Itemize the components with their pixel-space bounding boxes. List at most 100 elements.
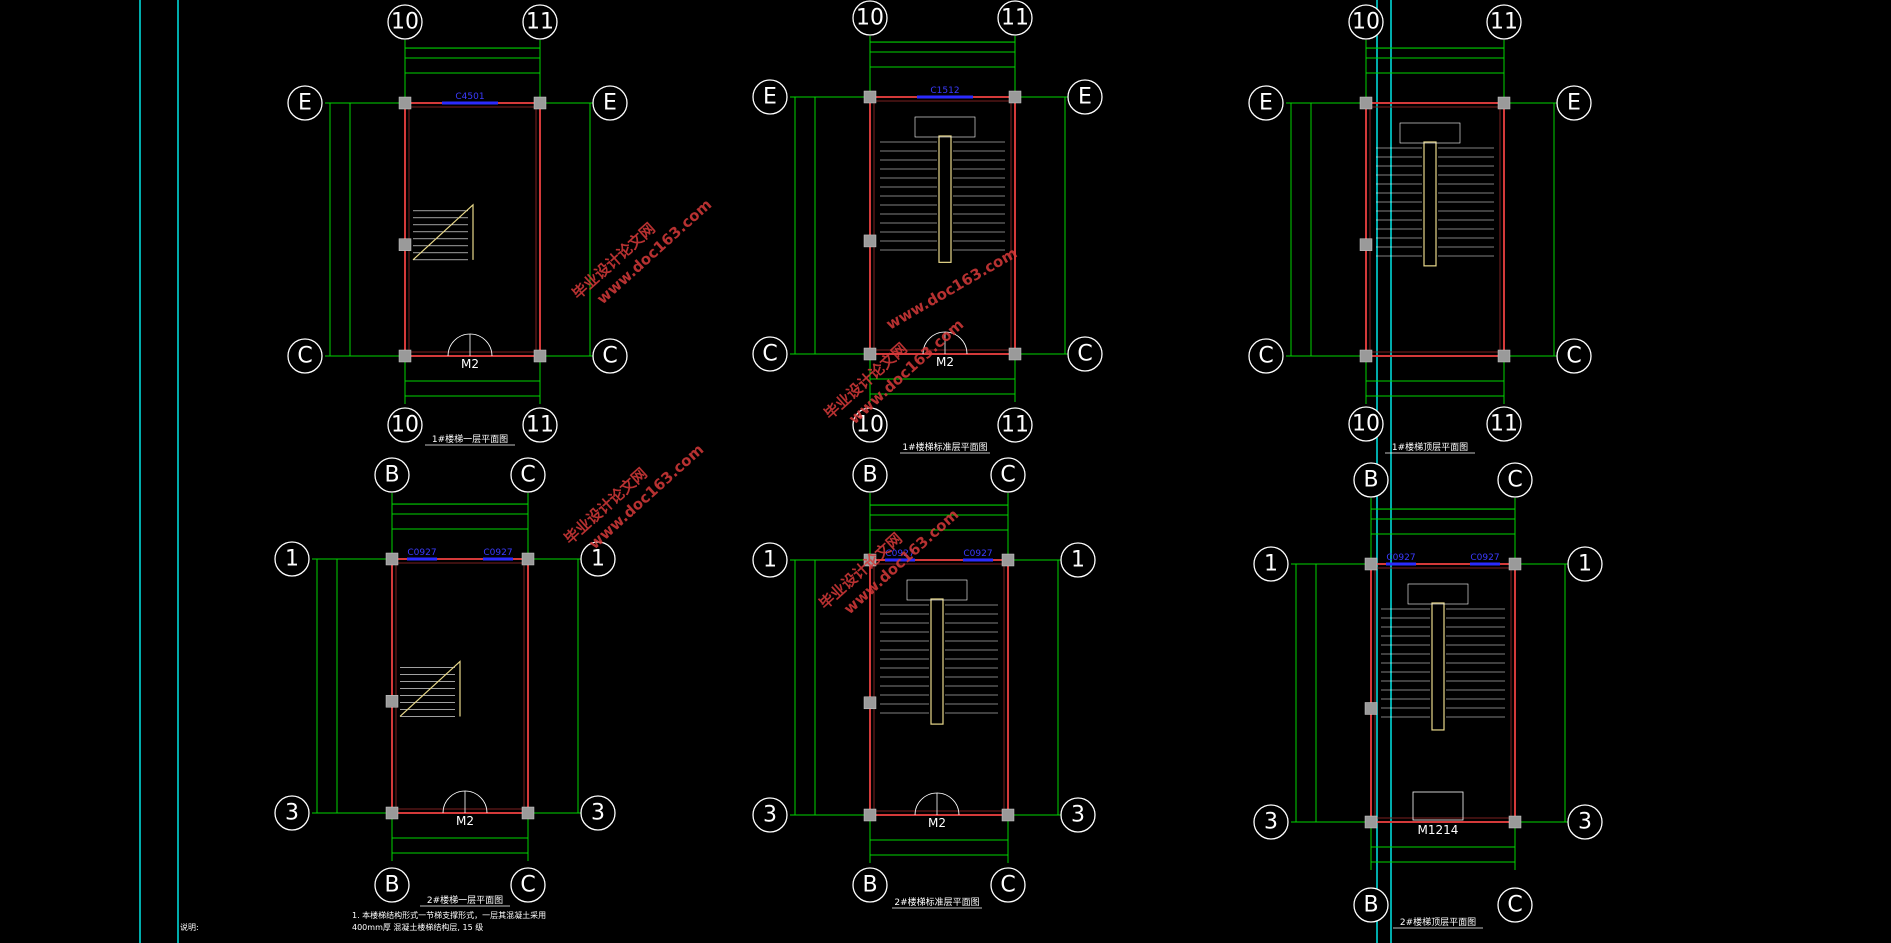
wall-inner [1374, 567, 1512, 819]
svg-text:C: C [520, 463, 535, 488]
svg-text:10: 10 [391, 413, 419, 438]
window-label: C4501 [455, 92, 484, 102]
axis-bubble-top-left: 10 [387, 4, 423, 40]
svg-text:11: 11 [1001, 413, 1029, 438]
axis-bubble-top-right: 11 [522, 4, 558, 40]
axis-bubble-top-left: 10 [1348, 4, 1384, 40]
svg-text:3: 3 [1578, 810, 1592, 835]
svg-text:10: 10 [856, 413, 884, 438]
column [1364, 702, 1378, 715]
plan-title: 2#楼梯顶层平面图 [1400, 916, 1476, 928]
axis-bubble-bottom-left: B [852, 867, 888, 903]
door-label: M2 [461, 357, 479, 371]
axis-bubble-left-bottom: C [1248, 338, 1284, 374]
column [863, 553, 877, 567]
column [521, 552, 535, 566]
svg-text:B: B [384, 873, 399, 898]
svg-text:E: E [1078, 85, 1092, 110]
plan-title: 2#楼梯一层平面图 [427, 894, 503, 906]
svg-text:B: B [862, 873, 877, 898]
column [398, 349, 412, 363]
column [1508, 557, 1522, 571]
window-label-right: C0927 [1470, 553, 1499, 563]
axis-bubble-left-bottom: 3 [752, 797, 788, 833]
window-label-left: C0927 [885, 549, 914, 559]
column [1359, 238, 1373, 251]
door-outline [1412, 791, 1464, 821]
axis-bubble-right-bottom: 3 [580, 795, 616, 831]
axis-bubble-bottom-left: 10 [852, 407, 888, 443]
svg-text:C: C [1566, 344, 1581, 369]
door-label: M2 [456, 814, 474, 828]
door-label: M2 [936, 355, 954, 369]
wall-inner [395, 562, 525, 810]
door-swing-left [447, 333, 471, 357]
svg-text:3: 3 [1071, 803, 1085, 828]
svg-text:3: 3 [285, 801, 299, 826]
door-swing-right [936, 792, 960, 816]
axis-bubble-right-bottom: C [1556, 338, 1592, 374]
column [1364, 557, 1378, 571]
wall-inner [1369, 106, 1501, 353]
svg-text:E: E [603, 91, 617, 116]
axis-bubble-right-bottom: 3 [1567, 804, 1603, 840]
window-label: C1512 [930, 86, 959, 96]
column [1008, 90, 1022, 104]
axis-bubble-top-right: 11 [1486, 4, 1522, 40]
svg-text:3: 3 [591, 801, 605, 826]
landing-outline [1407, 583, 1469, 605]
axis-bubble-left-bottom: 3 [1253, 804, 1289, 840]
notes-line-1: 1. 本楼梯结构形式一节梯支撑形式，一层其混凝土采用 [352, 910, 546, 920]
svg-text:10: 10 [391, 10, 419, 35]
axis-bubble-right-bottom: 3 [1060, 797, 1096, 833]
svg-text:10: 10 [1352, 10, 1380, 35]
svg-text:3: 3 [1264, 810, 1278, 835]
door-swing-left [914, 792, 938, 816]
door-label: M1214 [1418, 823, 1459, 837]
axis-bubble-left-bottom: 3 [274, 795, 310, 831]
plan-title: 1#楼梯一层平面图 [432, 433, 508, 445]
svg-text:1: 1 [285, 547, 299, 572]
svg-text:10: 10 [856, 6, 884, 31]
svg-text:11: 11 [1490, 10, 1518, 35]
landing-outline [906, 579, 968, 601]
door-swing-right [464, 790, 488, 814]
column [863, 696, 877, 710]
stair-rail [412, 203, 474, 261]
column [1001, 553, 1015, 567]
svg-text:3: 3 [763, 803, 777, 828]
door-swing-left [442, 790, 466, 814]
wall-inner [408, 106, 537, 353]
column [1508, 815, 1522, 829]
svg-text:C: C [1000, 873, 1015, 898]
stair-handrail [1431, 602, 1445, 731]
column [385, 694, 399, 708]
axis-bubble-bottom-right: 11 [1486, 406, 1522, 442]
axis-bubble-top-right: C [510, 457, 546, 493]
window-label-left: C0927 [1386, 553, 1415, 563]
column [1008, 347, 1022, 361]
svg-text:1: 1 [1264, 552, 1278, 577]
watermark-1: 毕业设计论文网 www.doc163.com [569, 195, 716, 307]
plan-title: 2#楼梯标准层平面图 [894, 896, 979, 908]
column [398, 238, 412, 251]
svg-text:B: B [384, 463, 399, 488]
axis-bubble-bottom-right: 11 [997, 407, 1033, 443]
column [385, 552, 399, 566]
svg-text:C: C [520, 873, 535, 898]
wall-outline [869, 559, 1009, 816]
axis-bubble-left-bottom: C [752, 336, 788, 372]
axis-bubble-left-bottom: C [287, 338, 323, 374]
axis-bubble-bottom-left: B [374, 867, 410, 903]
axis-bubble-bottom-right: 11 [522, 407, 558, 443]
axis-bubble-right-top: E [1556, 85, 1592, 121]
svg-text:1: 1 [1578, 552, 1592, 577]
svg-text:E: E [1567, 91, 1581, 116]
window-label-right: C0927 [963, 549, 992, 559]
